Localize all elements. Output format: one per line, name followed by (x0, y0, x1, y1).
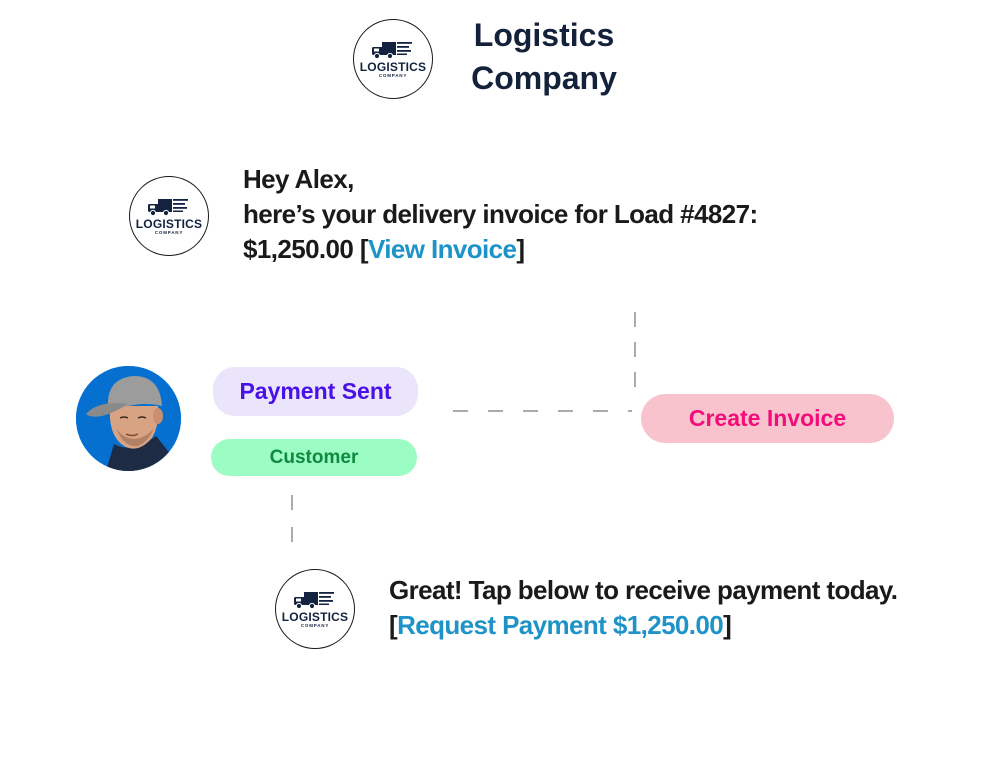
create-invoice-button[interactable]: Create Invoice (641, 394, 894, 443)
amount-text: $1,250.00 [ (243, 234, 369, 264)
message-line: Hey Alex, (243, 164, 354, 194)
message-line: [Request Payment $1,250.00] (389, 608, 897, 643)
message-line: $1,250.00 [View Invoice] (243, 232, 758, 267)
bracket-close: ] (516, 234, 525, 264)
page-title: Logistics Company (471, 17, 617, 96)
logo-subtitle: COMPANY (378, 72, 408, 78)
payment-request-message: Great! Tap below to receive payment toda… (389, 573, 898, 643)
message-line: Great! Tap below to receive payment toda… (389, 575, 898, 605)
customer-role-pill[interactable]: Customer (211, 439, 417, 476)
message-line: here’s your delivery invoice for Load #4… (243, 199, 758, 229)
bracket-open: [ (389, 610, 398, 640)
logo-wordmark: LOGISTICS (135, 216, 203, 231)
view-invoice-link[interactable]: View Invoice (367, 234, 517, 264)
logo-wordmark: LOGISTICS (359, 59, 427, 74)
truck-icon (148, 198, 188, 216)
truck-icon (372, 41, 412, 59)
bracket-close: ] (723, 610, 732, 640)
logo-wordmark: LOGISTICS (281, 609, 349, 624)
logo-subtitle: COMPANY (154, 229, 184, 235)
company-logo: LOGISTICS COMPANY (353, 19, 433, 99)
payment-sent-pill[interactable]: Payment Sent (213, 367, 418, 416)
logo-subtitle: COMPANY (300, 622, 330, 628)
sender-avatar-logo: LOGISTICS COMPANY (129, 176, 209, 256)
customer-photo-icon (76, 366, 181, 471)
invoice-message: Hey Alex, here’s your delivery invoice f… (243, 162, 758, 267)
sender-avatar-logo: LOGISTICS COMPANY (275, 569, 355, 649)
customer-avatar (76, 366, 181, 471)
request-payment-link[interactable]: Request Payment $1,250.00 (397, 610, 724, 640)
truck-icon (294, 591, 334, 609)
